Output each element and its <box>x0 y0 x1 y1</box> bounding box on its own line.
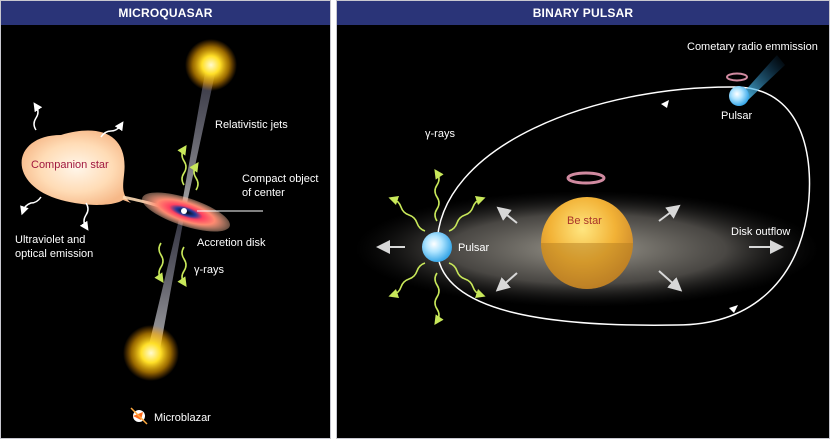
companion-star <box>21 130 131 205</box>
orbit-direction-arrow <box>729 305 738 313</box>
binary-pulsar-diagram <box>355 55 819 326</box>
outflow-arrow <box>495 272 518 292</box>
microquasar-diagram <box>20 39 263 425</box>
pulsar-rotation-icon <box>726 72 748 82</box>
uv-emission-arrow <box>79 202 89 231</box>
gamma-ray-arrow <box>434 169 444 222</box>
accretion-disk-label: Accretion disk <box>197 237 266 249</box>
gamma-rays-label: γ-rays <box>194 264 224 276</box>
be-star <box>541 197 633 289</box>
jet-upper <box>180 67 216 217</box>
gamma-ray-arrow <box>177 246 187 287</box>
uv-emission-label-line2: optical emission <box>15 248 94 260</box>
compact-object-label-line1: Compact object <box>242 173 319 185</box>
microblazar-label: Microblazar <box>154 412 211 424</box>
be-star-shadow <box>541 243 633 289</box>
pulsar-top <box>729 86 749 106</box>
jet-glow-upper <box>185 39 237 91</box>
uv-emission-label-line1: Ultraviolet and <box>15 234 86 246</box>
microblazar-icon <box>130 407 148 425</box>
pulsar-top-label: Pulsar <box>721 110 753 122</box>
gamma-ray-arrow <box>154 242 164 283</box>
uv-emission-arrow <box>20 196 42 216</box>
gamma-ray-arrow <box>448 262 486 299</box>
uv-emission-arrow <box>100 121 124 138</box>
gamma-ray-arrow <box>434 272 444 325</box>
disk-outflow-label: Disk outflow <box>731 226 791 238</box>
be-star-rotation-icon <box>566 171 606 185</box>
cometary-radio-emission-label: Cometary radio emmission <box>687 41 818 53</box>
gamma-ray-arrow <box>448 195 486 232</box>
cometary-tail <box>743 55 785 101</box>
outflow-arrow <box>496 206 518 224</box>
microquasar-title: MICROQUASAR <box>1 1 330 25</box>
gamma-ray-arrow <box>388 195 426 232</box>
relativistic-jets-label: Relativistic jets <box>215 119 288 131</box>
gamma-ray-arrow <box>388 262 426 299</box>
pulsar-left <box>422 232 452 262</box>
binary-pulsar-panel: BINARY PULSAR <box>336 0 830 439</box>
compact-object-label-line2: of center <box>242 187 285 199</box>
outflow-arrow <box>658 204 681 222</box>
gamma-ray-arrow <box>189 162 199 191</box>
gamma-rays-label: γ-rays <box>425 128 455 140</box>
pulsar-left-label: Pulsar <box>458 242 490 254</box>
pulsar-orbit <box>436 86 811 326</box>
companion-star-label: Companion star <box>31 159 109 171</box>
outflow-arrow <box>658 270 683 292</box>
jet-lower <box>147 215 184 355</box>
uv-emission-arrow <box>33 102 43 131</box>
compact-object <box>181 208 187 214</box>
binary-pulsar-title: BINARY PULSAR <box>337 1 829 25</box>
gamma-ray-arrow <box>177 145 187 186</box>
jet-glow-lower <box>123 325 179 381</box>
microquasar-panel: MICROQUASAR <box>0 0 331 439</box>
be-star-label: Be star <box>567 215 602 227</box>
orbit-direction-arrow <box>661 100 669 108</box>
